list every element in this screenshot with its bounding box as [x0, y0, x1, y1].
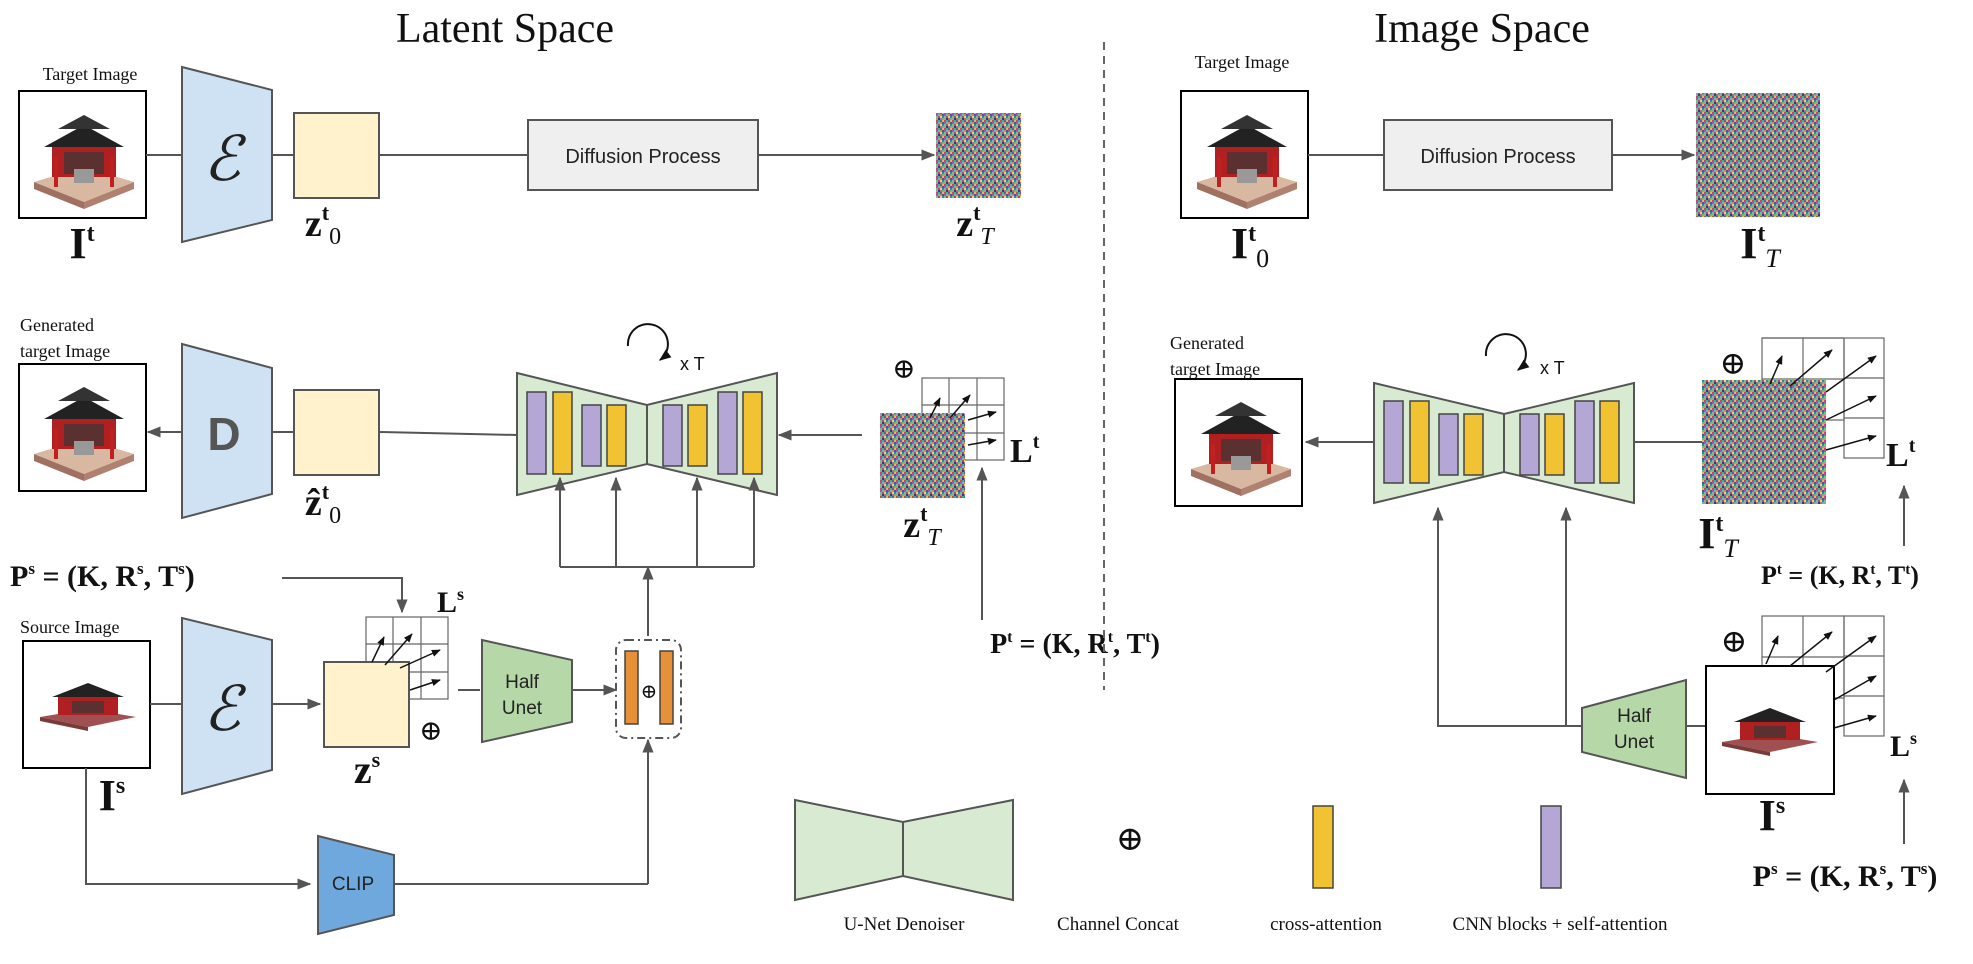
Is-label: Is	[99, 771, 125, 820]
source-image-thumbnail-image	[1705, 665, 1835, 795]
concat-block	[615, 639, 682, 739]
Lt-ray-arrows-image	[1769, 349, 1877, 451]
decoder-glyph: D	[207, 408, 240, 460]
Ls-label-image: Ls	[1890, 728, 1917, 763]
Pt-equation-image: Pt = (K, Rt, Tt)	[1761, 561, 1919, 590]
Lt-ray-arrows	[929, 394, 997, 446]
generated-label-line2: target Image	[20, 341, 110, 361]
Ps-equation: Ps = (K, Rs, Ts)	[10, 559, 195, 593]
source-image-label: Source Image	[20, 617, 119, 637]
encoder-block-source	[181, 616, 273, 796]
latent-zs-block	[323, 661, 410, 748]
encoder-glyph-source: ℰ	[203, 676, 246, 744]
concat-symbol-Ls-image: ⊕	[1721, 623, 1748, 659]
noise-latent-zT	[936, 113, 1021, 198]
target-image-thumbnail-image	[1180, 90, 1309, 219]
encoder-glyph: ℰ	[203, 126, 246, 194]
unet-denoiser-image	[1373, 381, 1635, 505]
loop-arrow-icon-image	[1484, 333, 1530, 371]
unet-denoiser-latent	[516, 371, 778, 497]
z0t-label: zt0	[305, 200, 341, 250]
half-unet-image-label-line2: Unet	[1614, 732, 1655, 753]
loop-arrow-icon	[626, 323, 672, 361]
noise-latent-zT-input	[880, 413, 965, 498]
half-unet-label-line2: Unet	[502, 698, 543, 719]
Is-label-image: Is	[1759, 791, 1785, 840]
ITt-input-label: ItT	[1698, 509, 1739, 563]
ITt-label: ItT	[1740, 219, 1781, 273]
I0t-label: It0	[1231, 219, 1269, 273]
zs-label: zs	[354, 747, 381, 792]
clip-label: CLIP	[332, 874, 374, 895]
legend-crossattn-swatch	[1312, 805, 1334, 889]
target-image-thumbnail	[18, 90, 147, 219]
Ls-ray-arrows	[371, 633, 441, 691]
generated-label-line1: Generated	[20, 315, 94, 335]
generated-image-thumbnail	[18, 363, 147, 492]
target-image-label-image: Target Image	[1195, 52, 1290, 72]
Ls-ray-arrows-image	[1765, 631, 1877, 729]
half-unet-latent	[481, 638, 573, 744]
legend-cnn-swatch	[1540, 805, 1562, 889]
loop-label: x T	[680, 354, 705, 374]
latent-space-title: Latent Space	[396, 6, 614, 52]
legend-concat-label: Channel Concat	[1057, 914, 1180, 935]
Ps-equation-image: Ps = (K, Rs, Ts)	[1753, 859, 1938, 893]
noise-image-IT	[1696, 93, 1820, 217]
noise-image-IT-input	[1702, 380, 1826, 504]
latent-zhat0-block	[293, 389, 380, 476]
generated-label-image-line2: target Image	[1170, 359, 1260, 379]
diffusion-process-label: Diffusion Process	[565, 146, 720, 168]
Pt-equation: Pt = (K, Rt, Tt)	[990, 629, 1160, 660]
latent-z0-block	[293, 112, 380, 199]
zTt-input-label: ztT	[903, 501, 942, 551]
decoder-block	[181, 342, 273, 520]
generated-label-image-line1: Generated	[1170, 333, 1244, 353]
Lt-label: Lt	[1010, 431, 1040, 470]
zTt-label: ztT	[956, 200, 995, 250]
legend-cnn-label: CNN blocks + self-attention	[1453, 914, 1668, 935]
half-unet-label-line1: Half	[505, 672, 540, 693]
concat-symbol-Lt: ⊕	[892, 354, 915, 385]
zhat0t-label: ẑt0	[305, 479, 341, 529]
legend-unet-swatch	[794, 798, 1014, 902]
generated-image-thumbnail-image	[1174, 378, 1303, 507]
concat-symbol-Lt-image: ⊕	[1720, 345, 1747, 381]
legend-crossattn-label: cross-attention	[1270, 914, 1382, 935]
concat-symbol-inner: ⊕	[641, 681, 658, 703]
Lt-label-image: Lt	[1886, 435, 1916, 474]
half-unet-image-label-line1: Half	[1617, 706, 1652, 727]
image-space-title: Image Space	[1374, 6, 1590, 52]
encoder-block	[181, 65, 273, 244]
Ls-label: Ls	[437, 584, 464, 619]
clip-encoder	[317, 834, 395, 936]
diffusion-process-box	[527, 119, 759, 191]
loop-label-image: x T	[1540, 358, 1565, 378]
It-label: It	[69, 219, 94, 268]
legend-unet-label: U-Net Denoiser	[844, 914, 965, 935]
concat-symbol-zs: ⊕	[419, 716, 442, 747]
diffusion-process-label-image: Diffusion Process	[1420, 146, 1575, 168]
legend-concat-symbol: ⊕	[1116, 821, 1145, 858]
half-unet-image	[1581, 678, 1687, 780]
target-image-label: Target Image	[43, 64, 138, 84]
source-image-thumbnail	[22, 640, 151, 769]
diffusion-process-box-image	[1383, 119, 1613, 191]
